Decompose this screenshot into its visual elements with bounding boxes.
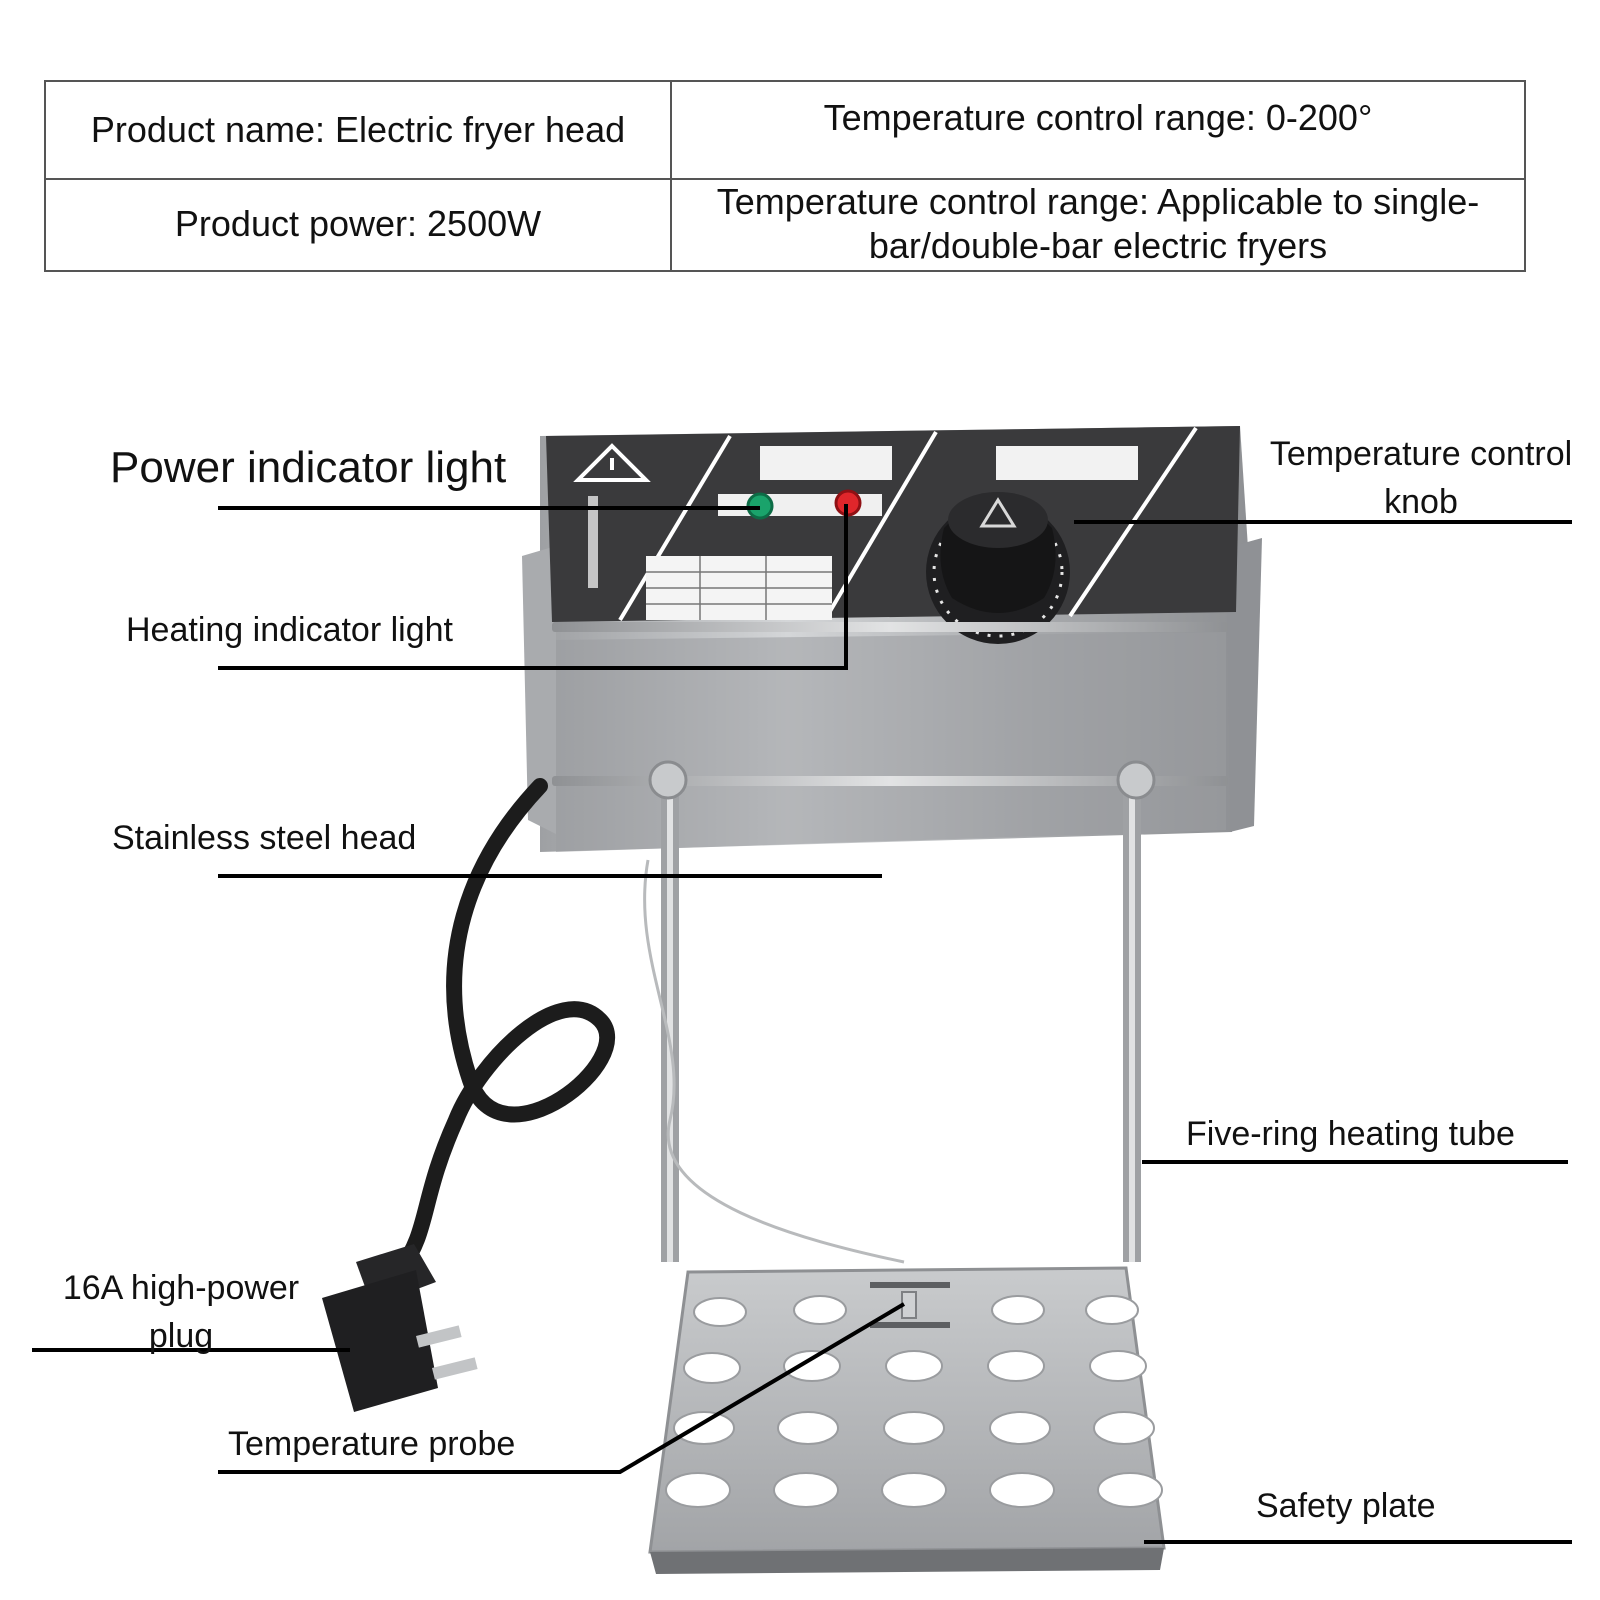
temperature-probe-label: Temperature probe bbox=[228, 1425, 516, 1463]
stainless-steel-head-label: Stainless steel head bbox=[112, 819, 417, 857]
callout-leader-lines bbox=[32, 504, 1572, 1544]
temperature-control-knob bbox=[926, 492, 1070, 644]
plug bbox=[322, 1244, 478, 1412]
heating-indicator-light-label: Heating indicator light bbox=[126, 611, 453, 649]
spec-row: Product power: 2500W Temperature control… bbox=[46, 178, 1524, 270]
spec-table: Product name: Electric fryer head Temper… bbox=[44, 80, 1526, 272]
spec-row: Product name: Electric fryer head Temper… bbox=[46, 82, 1524, 180]
five-ring-heating-tube-label: Five-ring heating tube bbox=[1186, 1115, 1515, 1153]
power-cable bbox=[392, 778, 615, 1278]
warning-icon bbox=[573, 443, 651, 482]
product-power-cell: Product power: 2500W bbox=[46, 178, 672, 270]
safety-plate-label: Safety plate bbox=[1256, 1487, 1436, 1525]
product-name-cell: Product name: Electric fryer head bbox=[46, 82, 672, 178]
heating-tubes bbox=[648, 760, 1156, 1262]
applicability-cell: Temperature control range: Applicable to… bbox=[716, 181, 1480, 266]
temperature-probe-wire bbox=[643, 859, 905, 1264]
safety-plate bbox=[648, 1266, 1166, 1574]
temperature-control-knob-label: Temperature control knob bbox=[1269, 435, 1573, 521]
temperature-range-cell: Temperature control range: 0-200° bbox=[823, 97, 1373, 138]
power-indicator-light-label: Power indicator light bbox=[110, 443, 507, 492]
plug-label: 16A high-power plug bbox=[62, 1269, 300, 1355]
